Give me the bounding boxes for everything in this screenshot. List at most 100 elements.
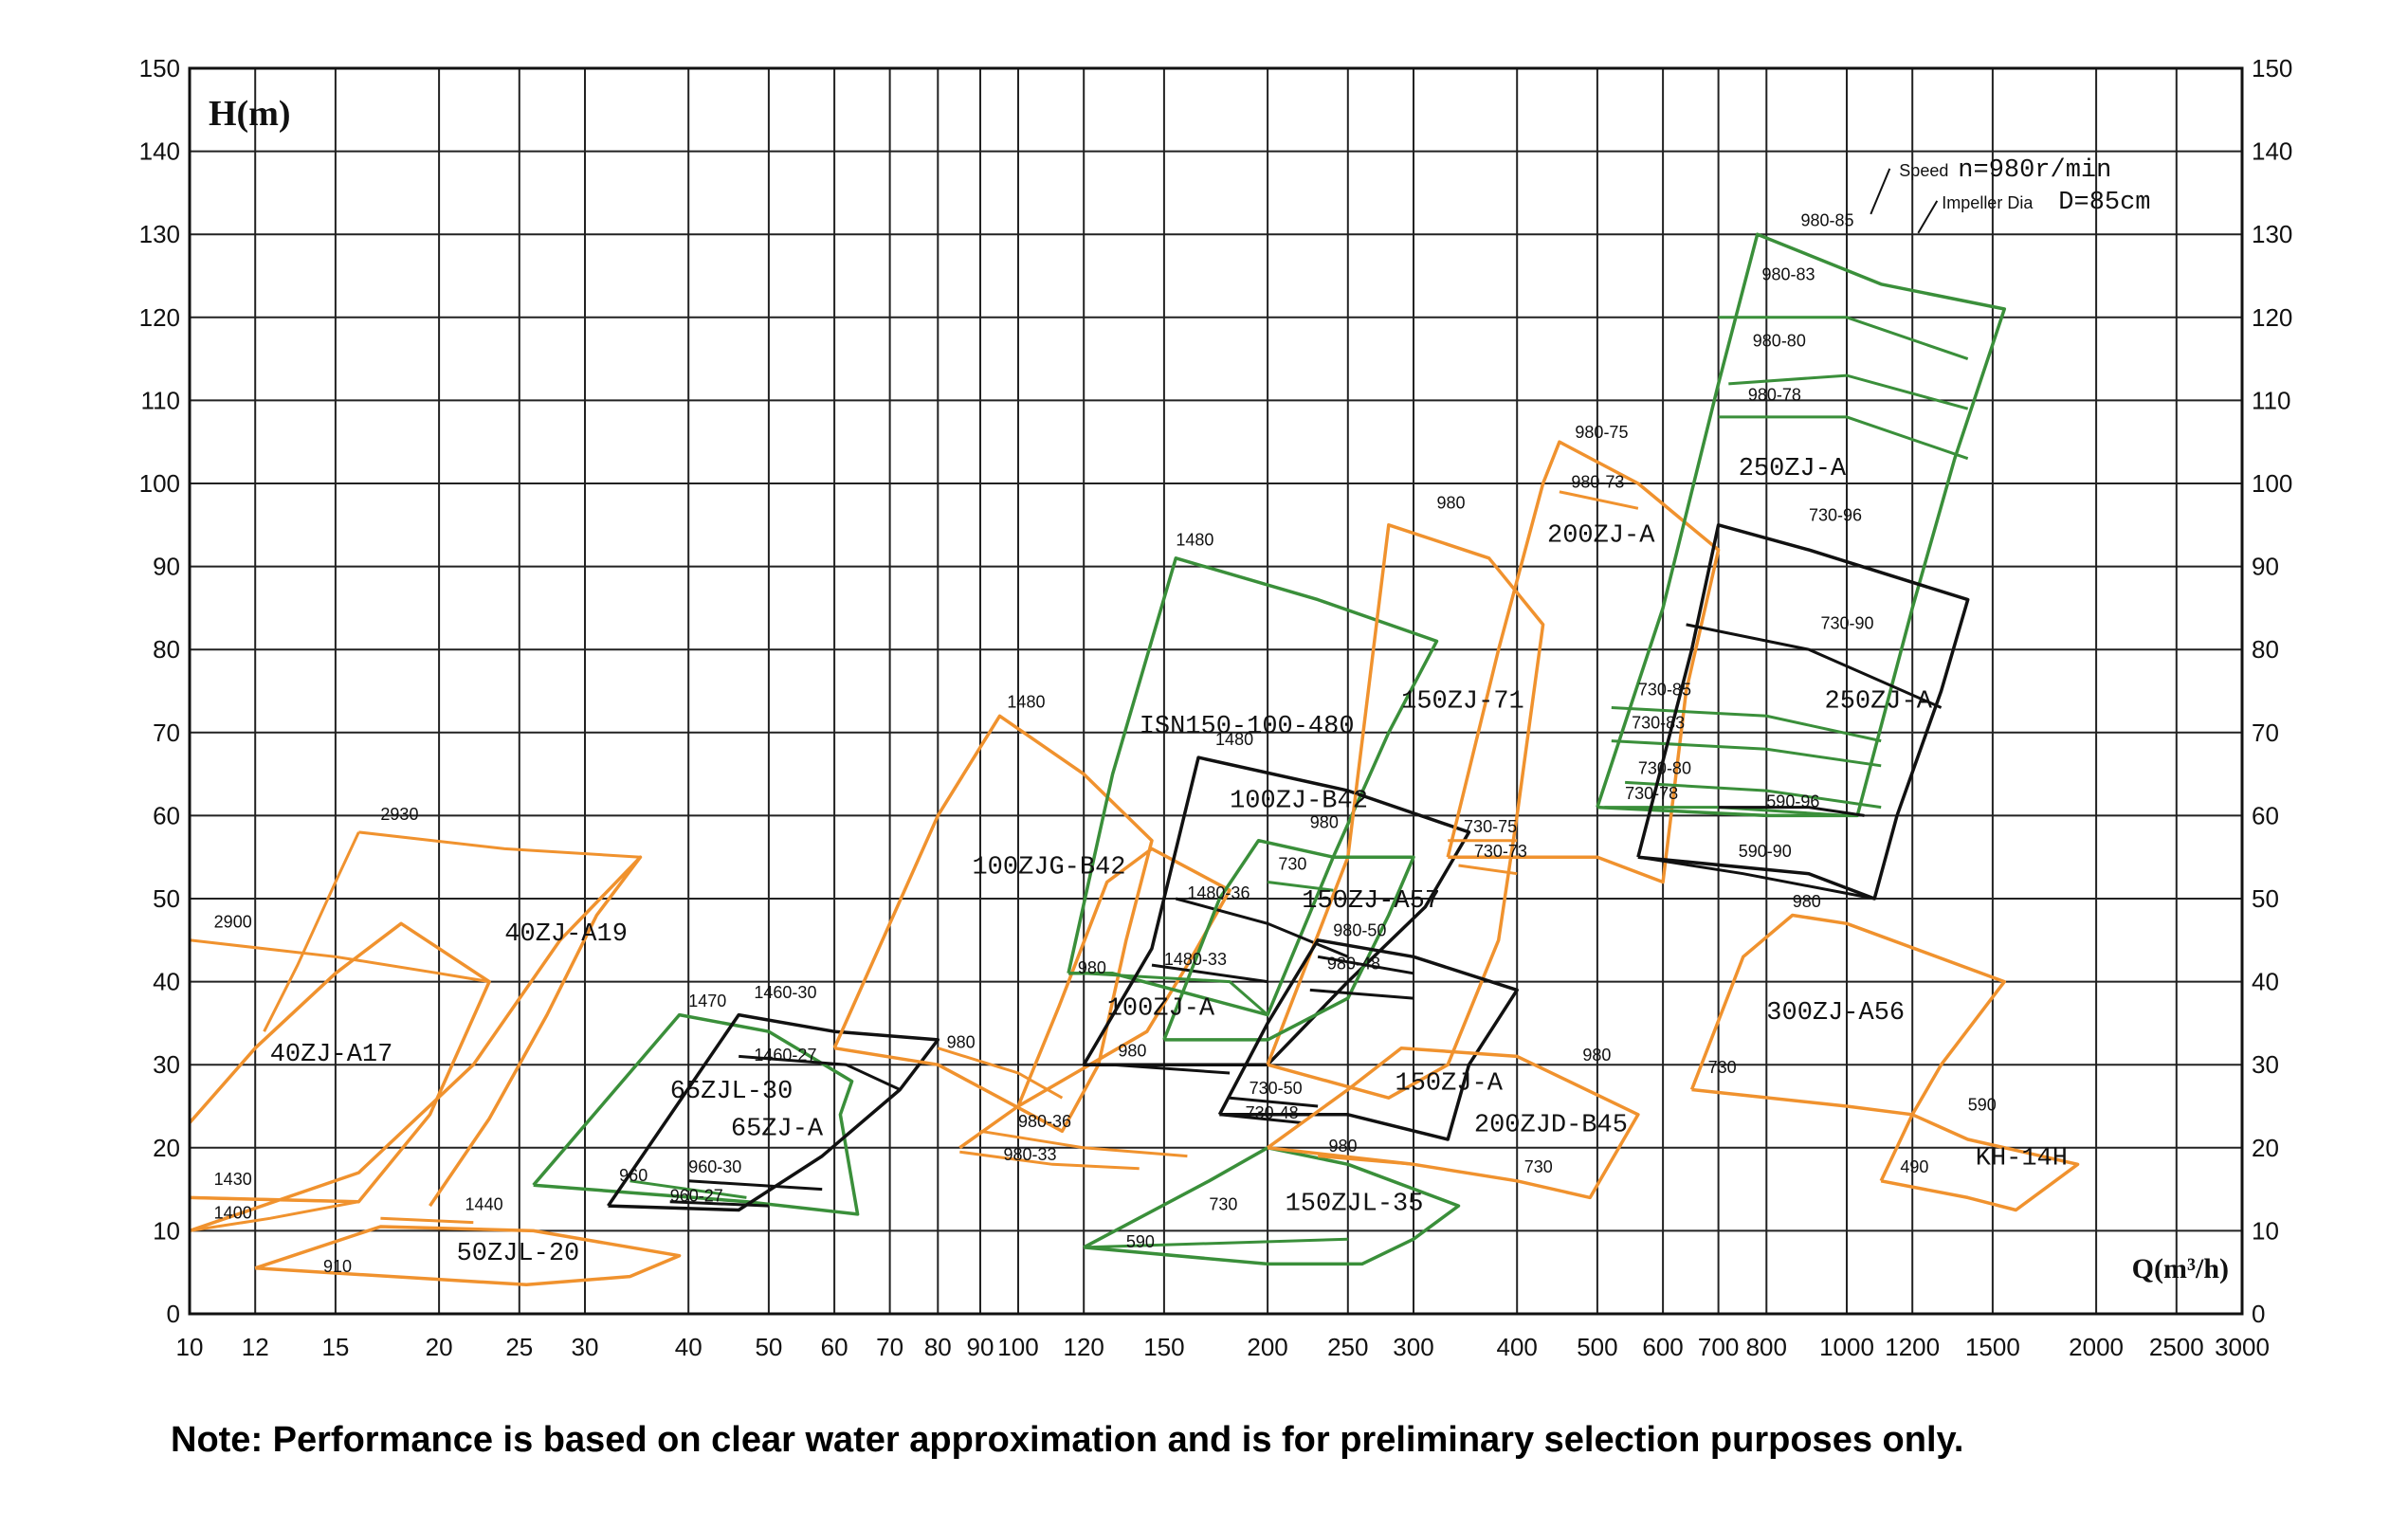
curve-label: 730-48: [1246, 1103, 1299, 1122]
y-tick-label-left: 120: [139, 303, 180, 332]
curve-label: 1480-36: [1187, 883, 1250, 902]
pump-model-label: 40ZJ-A19: [504, 920, 628, 949]
x-tick-label: 70: [876, 1333, 903, 1361]
x-tick-label: 3000: [2215, 1333, 2270, 1361]
curve-label: 730-90: [1820, 613, 1873, 632]
curve-label: 490: [1900, 1157, 1928, 1176]
y-tick-label-left: 70: [153, 719, 180, 747]
pump-outline: [189, 855, 643, 1233]
pump-outline: [1267, 1046, 1640, 1200]
curve-label: 730-75: [1464, 817, 1517, 836]
y-tick-label-left: 110: [141, 386, 180, 414]
y-tick-label-left: 80: [153, 635, 180, 664]
curve-label: 730-80: [1638, 759, 1691, 778]
pump-model-label: 250ZJ-A: [1739, 455, 1847, 483]
pump-outline: [1217, 938, 1519, 1141]
performance-curve: [1718, 316, 1969, 361]
pump-outline: [254, 1225, 682, 1287]
x-tick-label: 12: [242, 1333, 269, 1361]
curve-label: 1480-33: [1164, 950, 1227, 969]
curve-label: 2900: [214, 913, 252, 932]
performance-curve: [1219, 1113, 1303, 1124]
y-tick-label-right: 10: [2252, 1216, 2279, 1245]
performance-curve: [1175, 897, 1349, 958]
curve-label: 730-85: [1638, 680, 1691, 699]
performance-curve: [1559, 490, 1639, 510]
curve-label: 730: [1708, 1058, 1737, 1077]
curve-label: 960: [619, 1166, 648, 1185]
impeller-dia-value: D=85cm: [2058, 189, 2150, 217]
performance-curve: [1267, 881, 1334, 892]
y-tick-label-left: 30: [153, 1050, 180, 1079]
pump-model-label: 100ZJ-B42: [1230, 788, 1368, 816]
performance-curve: [1611, 706, 1882, 743]
pump-outline: [1082, 755, 1471, 1066]
y-tick-label-right: 100: [2252, 469, 2292, 498]
curve-label: 2930: [380, 805, 418, 824]
pump-model-label: ISN150-100-480: [1140, 713, 1355, 741]
curve-label: 980-36: [1018, 1112, 1071, 1131]
curve-label: 960-30: [688, 1157, 741, 1176]
curve-label: 980: [1582, 1046, 1611, 1065]
performance-curve: [358, 830, 641, 859]
pump-outline: [832, 714, 1154, 1134]
performance-curve: [189, 938, 490, 984]
x-tick-label: 40: [675, 1333, 702, 1361]
pump-model-label: 65ZJL-30: [670, 1078, 794, 1106]
plot-frame: [188, 66, 2244, 1316]
pump-curves: [188, 232, 2080, 1287]
y-axis-label: H(m): [209, 94, 291, 134]
performance-curve: [1229, 1096, 1319, 1108]
performance-curve: [629, 1179, 747, 1199]
pump-model-label: 250ZJ-A: [1825, 688, 1933, 717]
y-tick-label-right: 150: [2252, 54, 2292, 82]
x-tick-label: 90: [967, 1333, 994, 1361]
x-tick-label: 300: [1393, 1333, 1433, 1361]
pump-outline: [1067, 556, 1439, 1017]
x-tick-label: 25: [505, 1333, 533, 1361]
pump-model-label: 150ZJ-A: [1396, 1069, 1504, 1098]
x-tick-label: 1200: [1885, 1333, 1940, 1361]
x-tick-label: 50: [755, 1333, 782, 1361]
x-tick-label: 100: [997, 1333, 1038, 1361]
pump-model-label: 300ZJ-A56: [1766, 999, 1905, 1028]
pump-outline: [1689, 913, 2007, 1117]
y-tick-label-left: 90: [153, 553, 180, 581]
x-tick-label: 1000: [1819, 1333, 1874, 1361]
x-tick-label: 150: [1143, 1333, 1184, 1361]
y-tick-label-right: 140: [2252, 137, 2292, 166]
curve-label: 1400: [214, 1203, 252, 1222]
curve-label: 590: [1126, 1232, 1155, 1251]
curve-label: 1460-30: [754, 983, 816, 1002]
y-tick-label-left: 40: [153, 968, 180, 996]
pump-outline: [1083, 1146, 1461, 1266]
y-tick-label-right: 30: [2252, 1050, 2279, 1079]
x-tick-label: 20: [426, 1333, 453, 1361]
curve-label: 730: [1524, 1157, 1553, 1176]
y-tick-label-left: 50: [153, 884, 180, 913]
curve-label: 980-48: [1327, 954, 1380, 973]
y-tick-label-left: 100: [139, 469, 180, 498]
performance-curve: [1718, 806, 1865, 817]
pump-outline: [1879, 1113, 2080, 1212]
curve-label: 980-73: [1571, 472, 1624, 491]
pump-model-label: 65ZJ-A: [731, 1116, 824, 1144]
x-tick-label: 10: [176, 1333, 204, 1361]
y-tick-label-left: 10: [153, 1216, 180, 1245]
curve-label: 980: [1436, 493, 1465, 512]
x-tick-label: 800: [1746, 1333, 1787, 1361]
performance-note: Note: Performance is based on clear wate…: [171, 1420, 1964, 1460]
performance-curve: [669, 1200, 769, 1208]
pump-outline: [532, 1012, 860, 1216]
performance-curve: [1686, 623, 1943, 709]
performance-curve: [1084, 972, 1269, 1016]
performance-curve: [1317, 955, 1414, 975]
performance-curve: [739, 1054, 901, 1091]
pump-model-label: 200ZJ-A: [1547, 521, 1655, 550]
x-tick-label: 60: [821, 1333, 848, 1361]
x-tick-label: 400: [1497, 1333, 1538, 1361]
y-tick-label-right: 90: [2252, 553, 2279, 581]
